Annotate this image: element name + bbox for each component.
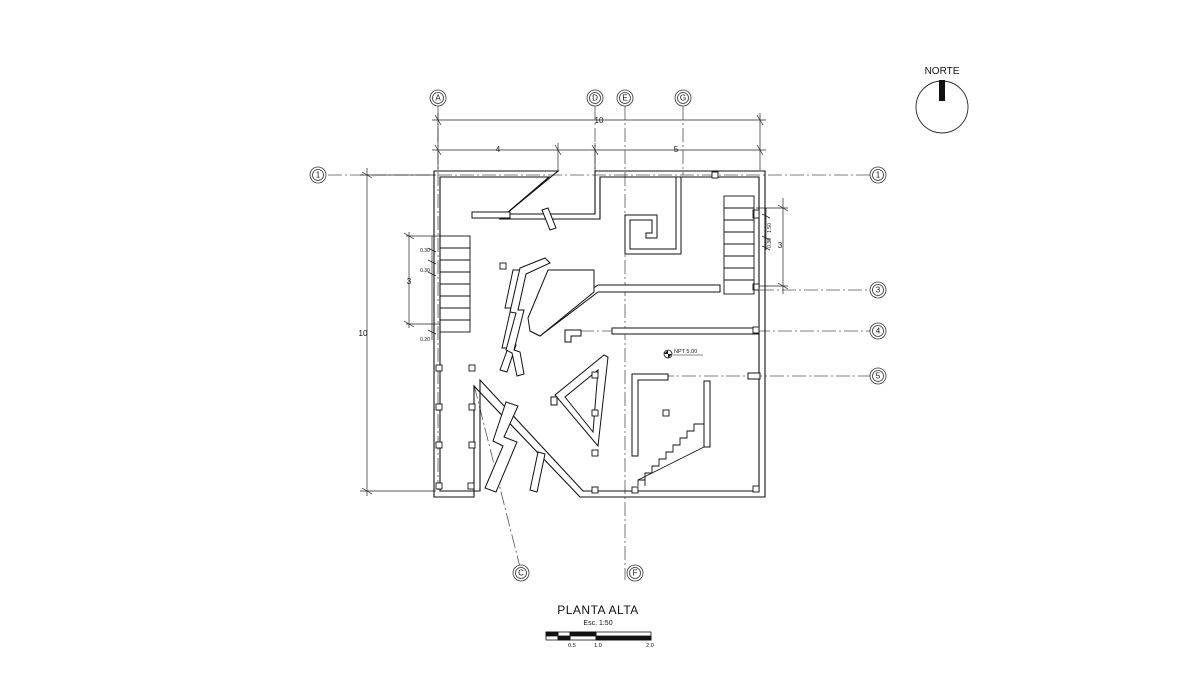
dim-segment-left: 4 <box>496 145 501 154</box>
scale-bar <box>545 631 652 641</box>
dim-stair-right: 3 <box>778 241 783 250</box>
wall-l-shape <box>631 373 669 457</box>
scale-tick-2: 1.0 <box>594 643 602 649</box>
grid-label-3: 3 <box>876 286 881 295</box>
wall-spiral <box>624 176 682 255</box>
dim-stair-left: 3 <box>407 277 412 286</box>
elevation-marker: NPT 5.00 <box>663 349 703 359</box>
dim-stair-right-sub-2: 0.30 <box>767 238 773 248</box>
grid-label-f: F <box>633 569 638 578</box>
grid-label-4: 4 <box>876 327 881 336</box>
north-label: NORTE <box>925 66 960 77</box>
grid-label-a: A <box>435 94 441 103</box>
wall-stub <box>550 396 558 406</box>
dim-stair-left-sub-3: 0.20 <box>420 337 430 343</box>
wall-central-block <box>527 269 595 337</box>
north-pointer-icon <box>939 80 945 101</box>
grid-bubble-labels: A D E G C F 1 1 3 4 5 <box>316 94 881 578</box>
dim-overall-left: 10 <box>359 329 368 338</box>
grid-label-1-right: 1 <box>876 171 881 180</box>
grid-bubbles <box>309 89 887 582</box>
wall-zigzag-upper-inner <box>505 257 551 377</box>
grid-lines <box>328 106 870 580</box>
north-arrow: NORTE <box>915 66 969 134</box>
elevation-label: NPT 5.00 <box>674 349 697 355</box>
grid-label-e: E <box>622 94 627 103</box>
wall-grid-5 <box>747 372 761 380</box>
scale-tick-1: 0.5 <box>568 643 576 649</box>
grid-label-g: G <box>680 94 686 103</box>
scale-tick-3: 2.0 <box>646 643 654 649</box>
grid-label-1-left: 1 <box>316 171 321 180</box>
columns <box>435 171 760 494</box>
dimension-sub-labels: 0.30 0.30 0.20 1.50 0.30 <box>420 223 773 343</box>
dim-stair-left-sub-2: 0.30 <box>420 268 430 274</box>
triangle-element-inner <box>564 368 599 434</box>
wall-angled-small <box>541 207 557 231</box>
grid-label-c: C <box>518 569 524 578</box>
title-block: PLANTA ALTA Esc. 1:50 <box>557 603 639 627</box>
wall-short-top-left <box>471 211 511 219</box>
dim-stair-right-sub-1: 1.50 <box>767 223 773 233</box>
plan-scale: Esc. 1:50 <box>583 620 612 627</box>
plan-title: PLANTA ALTA <box>557 603 639 617</box>
wall-small-l <box>564 329 582 343</box>
grid-label-d: D <box>592 94 598 103</box>
stair-left <box>439 235 471 333</box>
dim-stair-left-sub-1: 0.30 <box>420 248 430 254</box>
grid-label-5: 5 <box>876 372 881 381</box>
stair-right <box>723 195 755 295</box>
stair-diagonal <box>637 423 705 486</box>
dim-segment-right: 5 <box>674 145 679 154</box>
interior-walls <box>471 176 761 493</box>
wall-angled-c <box>529 451 546 493</box>
dimension-labels: 10 4 5 10 3 3 <box>359 116 783 338</box>
scale-bar-ticks: 0.5 1.0 2.0 <box>568 643 654 649</box>
dim-overall-top: 10 <box>595 116 604 125</box>
wall-zigzag-lower <box>484 401 519 493</box>
wall-right-vertical <box>703 380 711 448</box>
wall-grid-4 <box>611 327 759 335</box>
